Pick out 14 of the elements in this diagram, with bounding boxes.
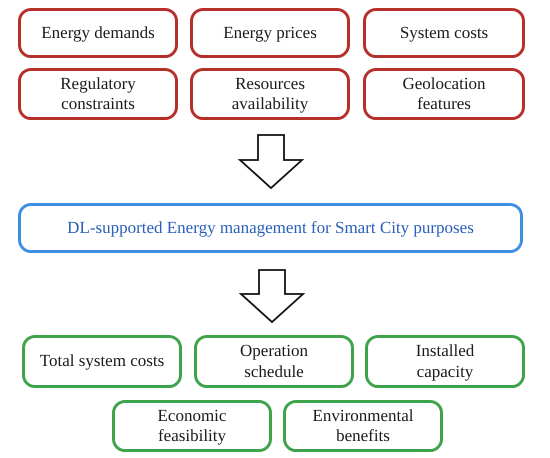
outcome-box: Environmental benefits bbox=[283, 400, 443, 452]
factor-box: Resources availability bbox=[190, 68, 350, 120]
outcome-box: Economic feasibility bbox=[112, 400, 272, 452]
factor-box: Geolocation features bbox=[363, 68, 525, 120]
factor-box: Regulatory constraints bbox=[18, 68, 178, 120]
block-arrow bbox=[238, 269, 306, 324]
outcome-box: Total system costs bbox=[22, 335, 182, 388]
factor-box: Energy demands bbox=[18, 8, 178, 58]
factor-box: Energy prices bbox=[190, 8, 350, 58]
factor-box: System costs bbox=[363, 8, 525, 58]
outcome-box: Installed capacity bbox=[365, 335, 525, 388]
outcome-box: Operation schedule bbox=[194, 335, 354, 388]
process-box: DL-supported Energy management for Smart City purposes bbox=[18, 203, 523, 253]
block-arrow bbox=[238, 134, 304, 190]
